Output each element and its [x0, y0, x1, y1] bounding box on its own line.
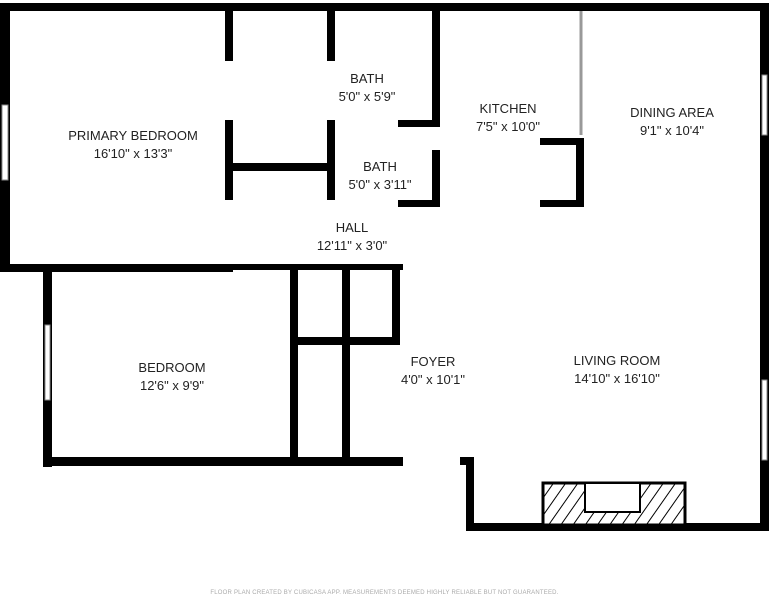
- room-size: 5'0" x 3'11": [348, 177, 412, 192]
- room-size: 12'11" x 3'0": [316, 238, 388, 253]
- room-size: 5'0" x 5'9": [338, 89, 396, 104]
- room-bedroom: BEDROOM 12'6" x 9'9": [138, 359, 205, 395]
- room-name: KITCHEN: [479, 101, 537, 116]
- room-living-room: LIVING ROOM 14'10" x 16'10": [574, 352, 661, 388]
- room-name: BATH: [350, 71, 384, 86]
- room-name: BEDROOM: [138, 360, 206, 375]
- room-bath-2: BATH 5'0" x 3'11": [348, 158, 411, 194]
- room-dining-area: DINING AREA 9'1" x 10'4": [630, 104, 714, 140]
- room-size: 12'6" x 9'9": [139, 378, 205, 393]
- room-name: LIVING ROOM: [573, 353, 661, 368]
- room-size: 14'10" x 16'10": [574, 371, 660, 386]
- room-name: HALL: [335, 220, 369, 235]
- room-name: FOYER: [410, 354, 456, 369]
- room-size: 7'5" x 10'0": [475, 119, 541, 134]
- windows: [1, 74, 768, 461]
- room-size: 9'1" x 10'4": [639, 123, 705, 138]
- room-name: BATH: [363, 159, 397, 174]
- room-name: PRIMARY BEDROOM: [68, 128, 198, 143]
- room-kitchen: KITCHEN 7'5" x 10'0": [476, 100, 540, 136]
- fireplace: [541, 481, 687, 527]
- room-name: DINING AREA: [630, 105, 714, 120]
- room-bath-1: BATH 5'0" x 5'9": [339, 70, 396, 106]
- room-foyer: FOYER 4'0" x 10'1": [401, 353, 465, 389]
- room-size: 4'0" x 10'1": [400, 372, 466, 387]
- room-size: 16'10" x 13'3": [93, 146, 173, 161]
- footer-disclaimer: FLOOR PLAN CREATED BY CUBICASA APP. MEAS…: [210, 590, 559, 596]
- room-primary-bedroom: PRIMARY BEDROOM 16'10" x 13'3": [68, 127, 198, 163]
- room-hall: HALL 12'11" x 3'0": [317, 219, 387, 255]
